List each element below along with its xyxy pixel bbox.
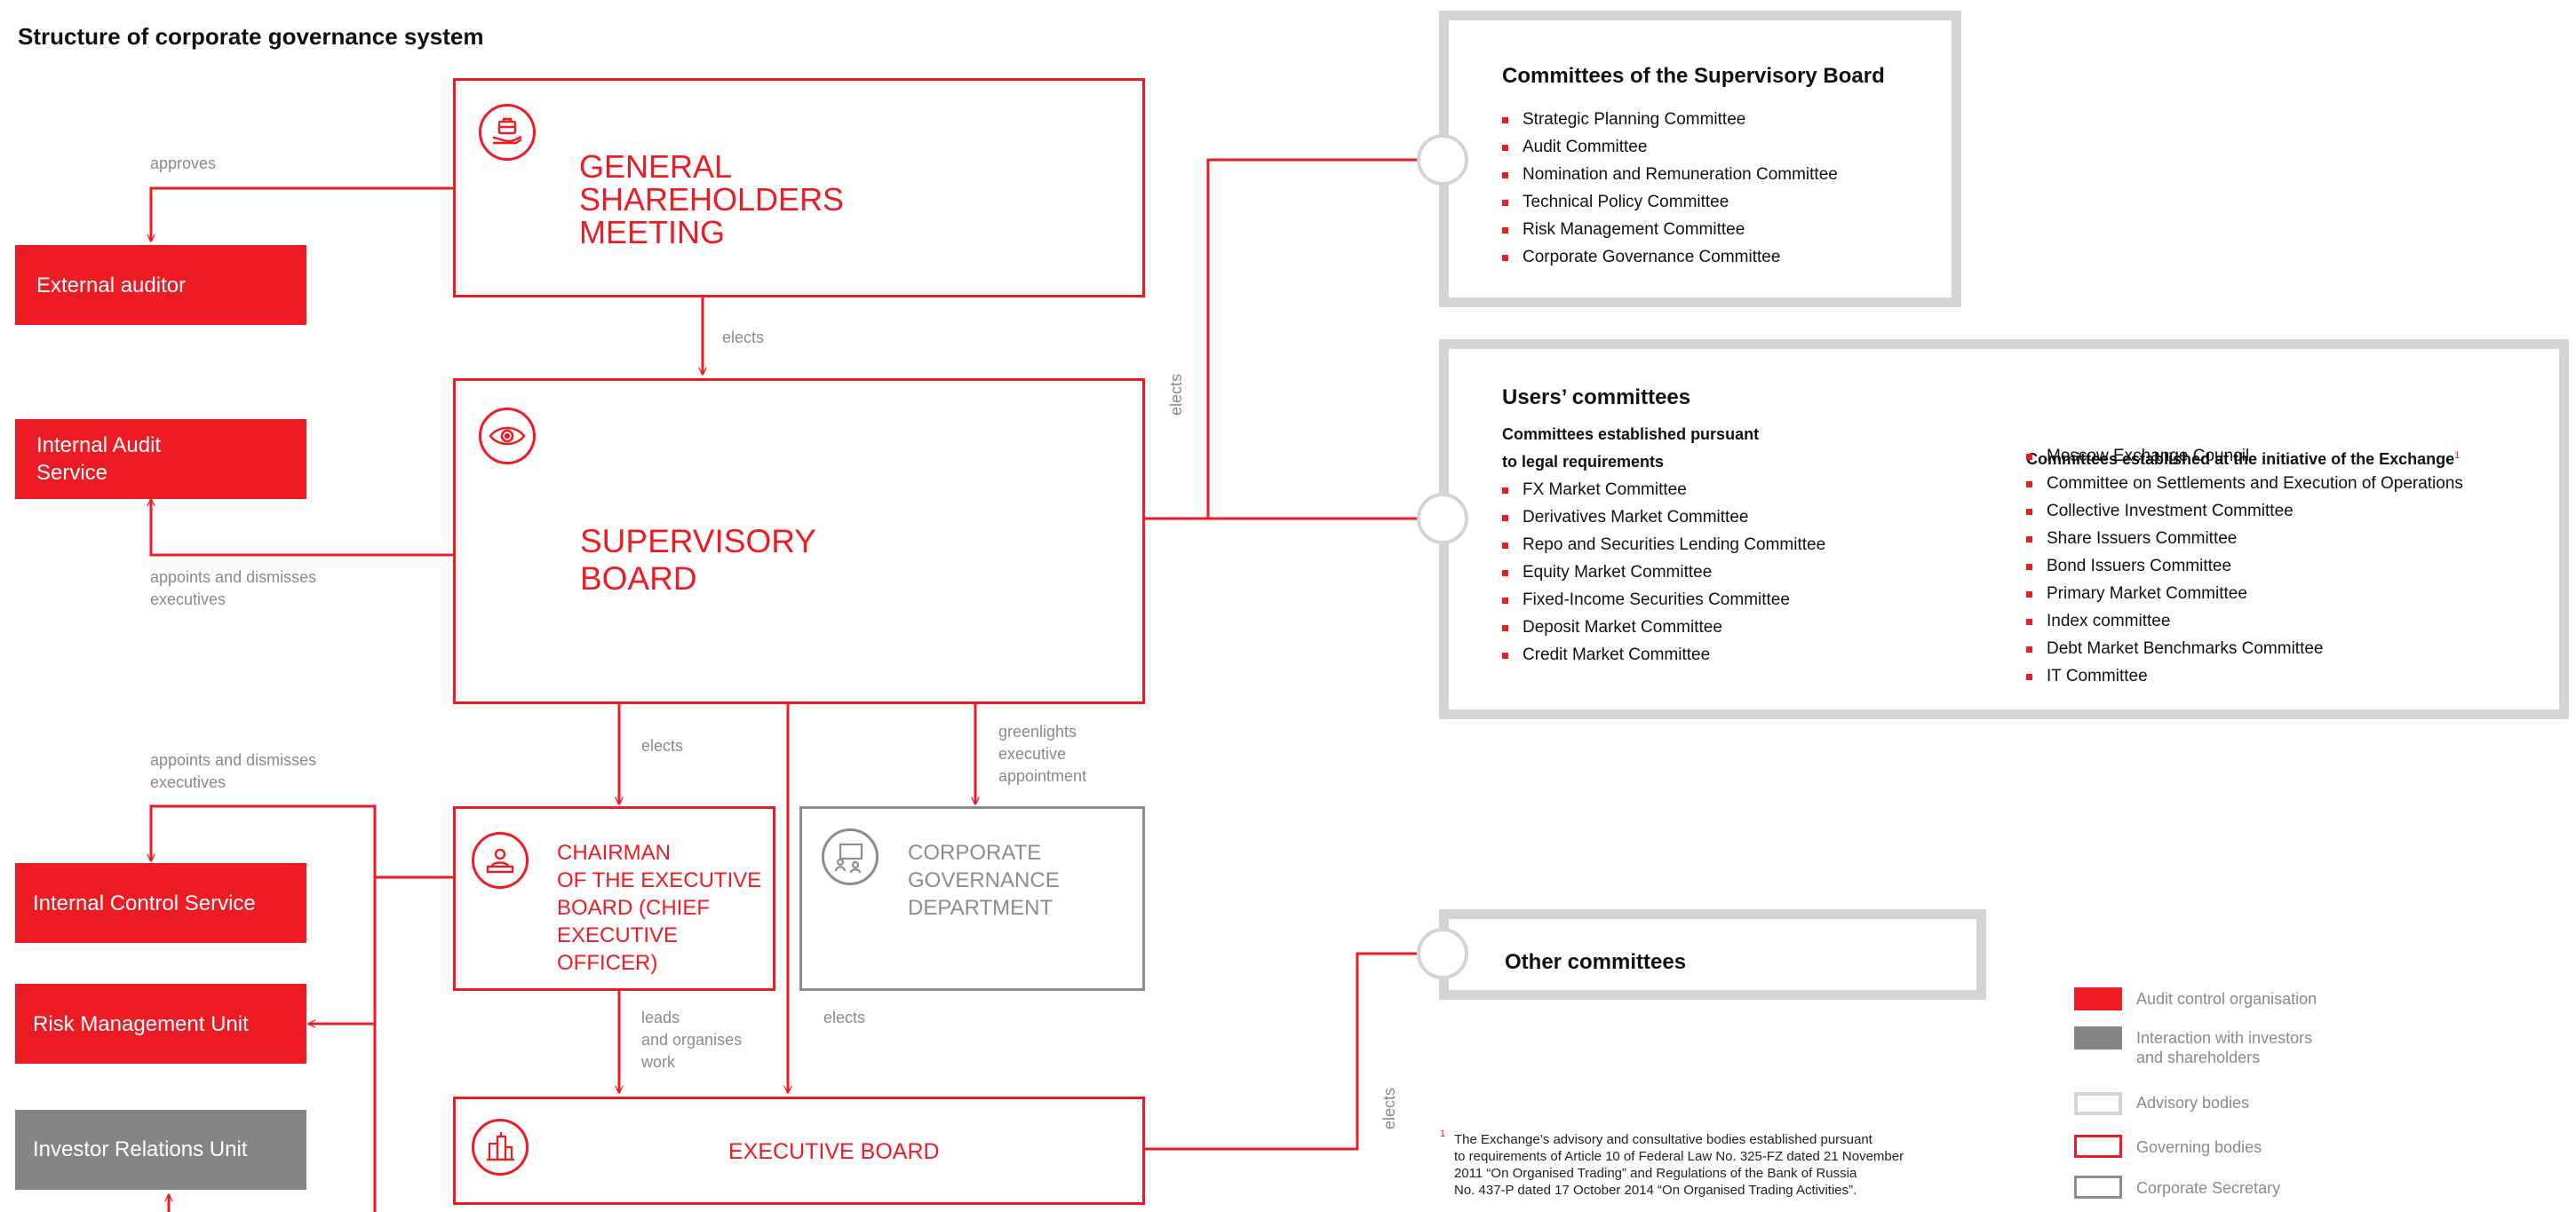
users-committees-connector-port [1417,493,1468,544]
list-item: Bond Issuers Committee [2026,552,2463,580]
edge-label-approves: approves [150,154,217,172]
footnote-text: The Exchange’s advisory and consultative… [1454,1132,1904,1198]
list-item: Repo and Securities Lending Committee [1502,531,1825,558]
list-item: Moscow Exchange Council [2026,442,2463,470]
edge-label-elects-other-committees: elects [1380,1087,1398,1129]
list-item: Derivatives Market Committee [1502,503,1825,531]
edge-sb-to-sb-committees [1206,160,1439,519]
list-item: Equity Market Committee [1502,558,1825,586]
supervisory-board-committees-list: Strategic Planning Committee Audit Commi… [1502,106,1838,271]
list-item: Committee on Settlements and Execution o… [2026,470,2463,497]
general-shareholders-meeting-box[interactable]: GENERAL SHAREHOLDERS MEETING [453,78,1145,297]
page-title: Structure of corporate governance system [18,23,484,50]
list-item: Strategic Planning Committee [1502,106,1838,133]
risk-management-unit-box[interactable]: Risk Management Unit [15,984,306,1064]
users-committees-panel: Users’ committees Committees established… [1439,339,2569,719]
other-committees-panel: Other committees [1439,909,1986,1000]
edge-eb-to-other-committees [1144,954,1439,1151]
edge-label-elects-committees: elects [1167,373,1185,416]
internal-audit-service-box[interactable]: Internal Audit Service [15,419,306,499]
sb-committees-connector-port [1417,134,1468,186]
edge-to-internal-control [151,804,377,1212]
investor-relations-unit-box[interactable]: Investor Relations Unit [15,1110,306,1190]
list-item: Index committee [2026,607,2463,635]
legend-label-corporate-secretary: Corporate Secretary [2136,1179,2281,1197]
legend-label-advisory-bodies: Advisory bodies [2136,1094,2250,1112]
list-item: Debt Market Benchmarks Committee [2026,635,2463,662]
executive-board-box[interactable]: EXECUTIVE BOARD [453,1097,1145,1205]
list-item: Nomination and Remuneration Committee [1502,161,1838,188]
briefcase-hand-icon [479,104,536,161]
eye-icon [479,408,536,464]
legal-committees-subtitle: Committees established pursuant to legal… [1502,425,1760,471]
supervisory-board-box[interactable]: SUPERVISORY BOARD [453,378,1145,704]
initiative-committees-list: Moscow Exchange Council Committee on Set… [2026,442,2463,690]
internal-control-service-box[interactable]: Internal Control Service [15,863,306,943]
other-committees-title: Other committees [1505,950,1687,974]
footnote-mark: 1 [2454,450,2461,461]
list-item: Collective Investment Committee [2026,497,2463,525]
other-committees-connector-port [1417,928,1468,979]
ceo-box[interactable]: CHAIRMAN OF THE EXECUTIVE BOARD (CHIEF E… [453,806,775,991]
legend-swatch-corporate-secretary [2074,1176,2122,1199]
edge-label-greenlights: greenlights executive appointment [998,723,1087,785]
edge-label-leads-and-organises: leads and organises work [641,1009,743,1071]
legend-swatch-investor-interaction [2074,1026,2122,1050]
list-item: Deposit Market Committee [1502,614,1825,641]
list-item: Technical Policy Committee [1502,188,1838,216]
legend-swatch-audit-control [2074,987,2122,1010]
presentation-board-icon [822,828,879,885]
initiative-committees-subtitle: Committees established at the initiative… [2026,415,2460,473]
legend-label-audit-control: Audit control organisation [2136,990,2318,1008]
list-item: Fixed-Income Securities Committee [1502,586,1825,614]
users-committees-title: Users’ committees [1502,385,1691,409]
list-item: Primary Market Committee [2026,580,2463,607]
legend-label-investor-interaction: Interaction with investors and sharehold… [2136,1029,2313,1066]
external-auditor-box[interactable]: External auditor [15,245,306,325]
edge-label-elects-executive-board: elects [823,1009,866,1026]
list-item: Share Issuers Committee [2026,525,2463,552]
list-item: Corporate Governance Committee [1502,243,1838,271]
list-item: Risk Management Committee [1502,216,1838,243]
legend-label-governing-bodies: Governing bodies [2136,1138,2262,1156]
corporate-governance-department-label: CORPORATE GOVERNANCE DEPARTMENT [908,841,1060,920]
ceo-label: CHAIRMAN OF THE EXECUTIVE BOARD (CHIEF E… [557,841,762,975]
legend-swatch-governing-bodies [2074,1135,2122,1158]
supervisory-board-label: SUPERVISORY BOARD [580,523,816,597]
list-item: Credit Market Committee [1502,641,1825,669]
edge-label-appoints-internal-control: appoints and dismisses executives [150,751,317,791]
edge-label-elects-ceo: elects [641,737,684,755]
edge-label-appoints-internal-audit: appoints and dismisses executives [150,568,317,608]
presenter-icon [472,832,529,889]
initiative-committees-subtitle-text: Committees established at the initiative… [2026,450,2455,468]
list-item: FX Market Committee [1502,476,1825,503]
edge-sb-to-internal-audit [151,499,453,557]
general-shareholders-meeting-label: GENERAL SHAREHOLDERS MEETING [579,148,845,250]
city-buildings-icon [472,1119,529,1176]
list-item: Audit Committee [1502,133,1838,161]
legend-swatch-advisory-bodies [2074,1092,2122,1115]
legal-committees-list: FX Market Committee Derivatives Market C… [1502,476,1825,669]
corporate-governance-department-box[interactable]: CORPORATE GOVERNANCE DEPARTMENT [799,806,1145,991]
supervisory-board-committees-title: Committees of the Supervisory Board [1502,64,1885,88]
edge-label-elects-supervisory-board: elects [722,329,765,346]
executive-board-label: EXECUTIVE BOARD [728,1139,940,1164]
supervisory-board-committees-panel: Committees of the Supervisory Board Stra… [1439,11,1961,307]
edge-gsm-to-external-auditor [151,186,453,242]
footnote-mark: 1 [1440,1129,1446,1139]
list-item: IT Committee [2026,662,2463,690]
